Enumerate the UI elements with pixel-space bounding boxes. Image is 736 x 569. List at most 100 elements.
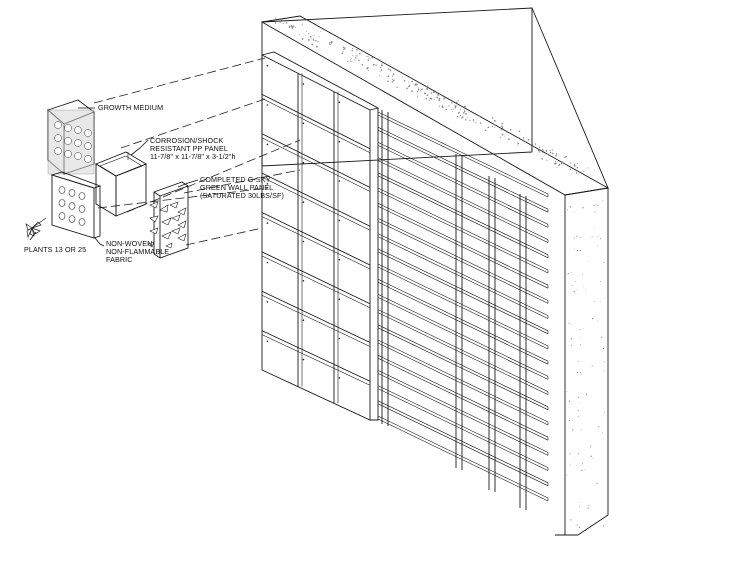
stipple-dot [558, 164, 560, 167]
stipple-dot [567, 209, 568, 211]
stipple-dot [352, 55, 354, 56]
stipple-dot [541, 152, 543, 154]
stipple-dot [459, 109, 461, 111]
label-fabric-line-1: NON-WOVEN [106, 239, 153, 248]
stipple-dot [577, 410, 579, 412]
label-pp-panel-line-3: 11-7/8" x 11-7/8" x 3-1/2"h [150, 152, 236, 161]
stipple-dot [379, 59, 381, 61]
rail-line [377, 175, 549, 259]
rail-line [377, 327, 549, 411]
rail-line [377, 221, 549, 304]
stipple-dot [518, 130, 521, 133]
stipple-dot [578, 501, 580, 503]
concrete-stipple [274, 17, 605, 528]
stipple-dot [579, 249, 581, 252]
rail-line [377, 145, 549, 228]
stipple-dot [538, 151, 540, 153]
stipple-dot [585, 393, 588, 395]
stipple-dot [579, 237, 581, 239]
stipple-dot [475, 122, 477, 124]
stipple-dot [350, 59, 352, 61]
stipple-dot [465, 118, 467, 120]
stipple-dot [438, 99, 441, 101]
stipple-dot [410, 90, 413, 92]
stipple-dot [575, 172, 578, 174]
mounting-rails [377, 110, 549, 510]
rail-line [377, 281, 549, 365]
stipple-dot [543, 149, 544, 151]
stipple-dot [318, 36, 320, 38]
stipple-dot [299, 34, 300, 36]
stipple-dot [603, 261, 605, 264]
stipple-dot [579, 506, 581, 508]
stipple-dot [568, 323, 570, 324]
stipple-dot [311, 43, 314, 46]
stipple-dot [570, 519, 572, 521]
grid-fastener [302, 358, 305, 361]
grid-fastener [338, 377, 341, 379]
stipple-dot [578, 526, 581, 528]
plant-icon [25, 217, 47, 239]
stipple-dot [416, 90, 419, 93]
stipple-dot [571, 285, 573, 287]
stipple-dot [590, 445, 592, 446]
grid-fastener [338, 337, 341, 340]
stipple-dot [463, 110, 466, 113]
stipple-dot [551, 149, 553, 151]
stipple-dot [579, 329, 581, 331]
stipple-dot [573, 291, 575, 293]
stipple-dot [588, 260, 589, 262]
leader-lines [29, 107, 199, 247]
stipple-dot [328, 42, 330, 44]
stipple-dot [567, 272, 569, 275]
stipple-dot [292, 25, 295, 27]
stipple-dot [291, 27, 293, 29]
stipple-dot [576, 162, 578, 165]
stipple-dot [351, 50, 353, 52]
stipple-dot [577, 360, 579, 362]
grid-fastener [266, 261, 269, 264]
stipple-dot [593, 458, 595, 459]
stipple-dot [546, 159, 548, 161]
stipple-dot [591, 365, 593, 367]
stipple-dot [493, 120, 495, 121]
stipple-dot [573, 237, 575, 239]
stipple-dot [301, 23, 303, 25]
rail-line [377, 266, 549, 350]
stipple-dot [305, 30, 307, 32]
label-completed-line-1: COMPLETED G-SKY [200, 175, 271, 184]
stipple-dot [580, 402, 582, 404]
rail-line [377, 400, 549, 484]
grid-fastener [266, 340, 269, 343]
stipple-dot [491, 117, 494, 119]
stipple-dot [518, 137, 520, 139]
stipple-dot [409, 84, 411, 86]
stipple-dot [294, 26, 297, 28]
stipple-dot [282, 22, 284, 24]
stipple-dot [555, 154, 557, 157]
stipple-dot [579, 344, 581, 346]
rail-line [377, 418, 549, 502]
stipple-dot [288, 26, 290, 28]
concrete-wall [260, 7, 610, 536]
stipple-dot [602, 525, 605, 527]
stipple-dot [359, 52, 361, 55]
stipple-dot [342, 50, 344, 52]
stipple-dot [421, 88, 423, 90]
stipple-dot [569, 206, 572, 208]
stipple-dot [317, 41, 319, 43]
stipple-dot [597, 245, 598, 247]
stipple-dot [451, 108, 453, 110]
stipple-dot [530, 144, 532, 146]
grid-row-divider [261, 137, 371, 192]
pp-panel-tray [94, 151, 148, 217]
stipple-dot [418, 87, 420, 89]
grid-fastener [302, 201, 305, 203]
stipple-dot [597, 319, 598, 321]
stipple-dot [457, 99, 459, 102]
stipple-dot [585, 292, 586, 294]
stipple-dot [568, 400, 571, 402]
stipple-dot [569, 453, 571, 455]
grid-fastener [266, 104, 269, 106]
stipple-dot [459, 115, 462, 117]
